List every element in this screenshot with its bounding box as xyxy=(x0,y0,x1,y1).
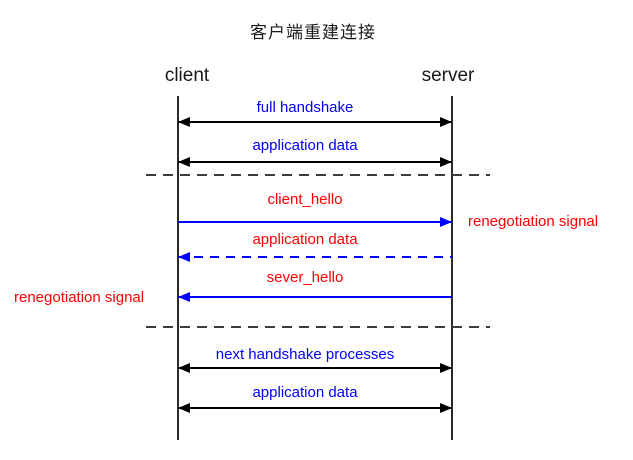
arrow-shaft xyxy=(178,367,452,369)
actor-client-label: client xyxy=(164,65,210,86)
arrow-next-handshake xyxy=(178,363,452,373)
arrowhead-right-icon xyxy=(440,403,452,413)
arrow-full-handshake xyxy=(178,117,452,127)
arrow-application-data-2 xyxy=(178,403,452,413)
annotation-renegotiation-signal-left: renegotiation signal xyxy=(14,289,145,306)
arrow-shaft xyxy=(178,121,452,123)
arrow-application-data-dashed xyxy=(178,252,452,262)
arrowhead-right-icon xyxy=(440,363,452,373)
arrow-client-hello xyxy=(178,217,452,227)
message-label-application-data-2: application data xyxy=(252,384,358,401)
arrowhead-right-icon xyxy=(440,157,452,167)
message-label-server-hello: sever_hello xyxy=(266,269,344,286)
server-lifeline xyxy=(451,96,453,440)
actor-server-label: server xyxy=(421,65,475,86)
diagram-title: 客户端重建连接 xyxy=(250,23,376,42)
arrow-shaft xyxy=(178,161,452,163)
message-label-client-hello: client_hello xyxy=(267,191,343,208)
arrow-application-data-1 xyxy=(178,157,452,167)
phase-separator-bottom xyxy=(146,326,490,328)
arrowhead-left-icon xyxy=(178,157,190,167)
message-label-full-handshake: full handshake xyxy=(256,99,354,116)
arrowhead-right-icon xyxy=(440,217,452,227)
annotation-renegotiation-signal-right: renegotiation signal xyxy=(468,213,599,230)
arrowhead-left-icon xyxy=(178,292,190,302)
arrowhead-left-icon xyxy=(178,363,190,373)
arrow-shaft xyxy=(178,256,452,258)
message-label-application-data-renegotiation: application data xyxy=(252,231,358,248)
arrow-shaft xyxy=(178,407,452,409)
arrowhead-right-icon xyxy=(440,117,452,127)
message-label-next-handshake: next handshake processes xyxy=(215,346,395,363)
phase-separator-top xyxy=(146,174,490,176)
client-lifeline xyxy=(177,96,179,440)
arrowhead-left-icon xyxy=(178,252,190,262)
message-label-application-data-1: application data xyxy=(252,137,358,154)
arrowhead-left-icon xyxy=(178,403,190,413)
arrow-server-hello xyxy=(178,292,452,302)
arrowhead-left-icon xyxy=(178,117,190,127)
arrow-shaft xyxy=(178,296,452,298)
arrow-shaft xyxy=(178,221,452,223)
